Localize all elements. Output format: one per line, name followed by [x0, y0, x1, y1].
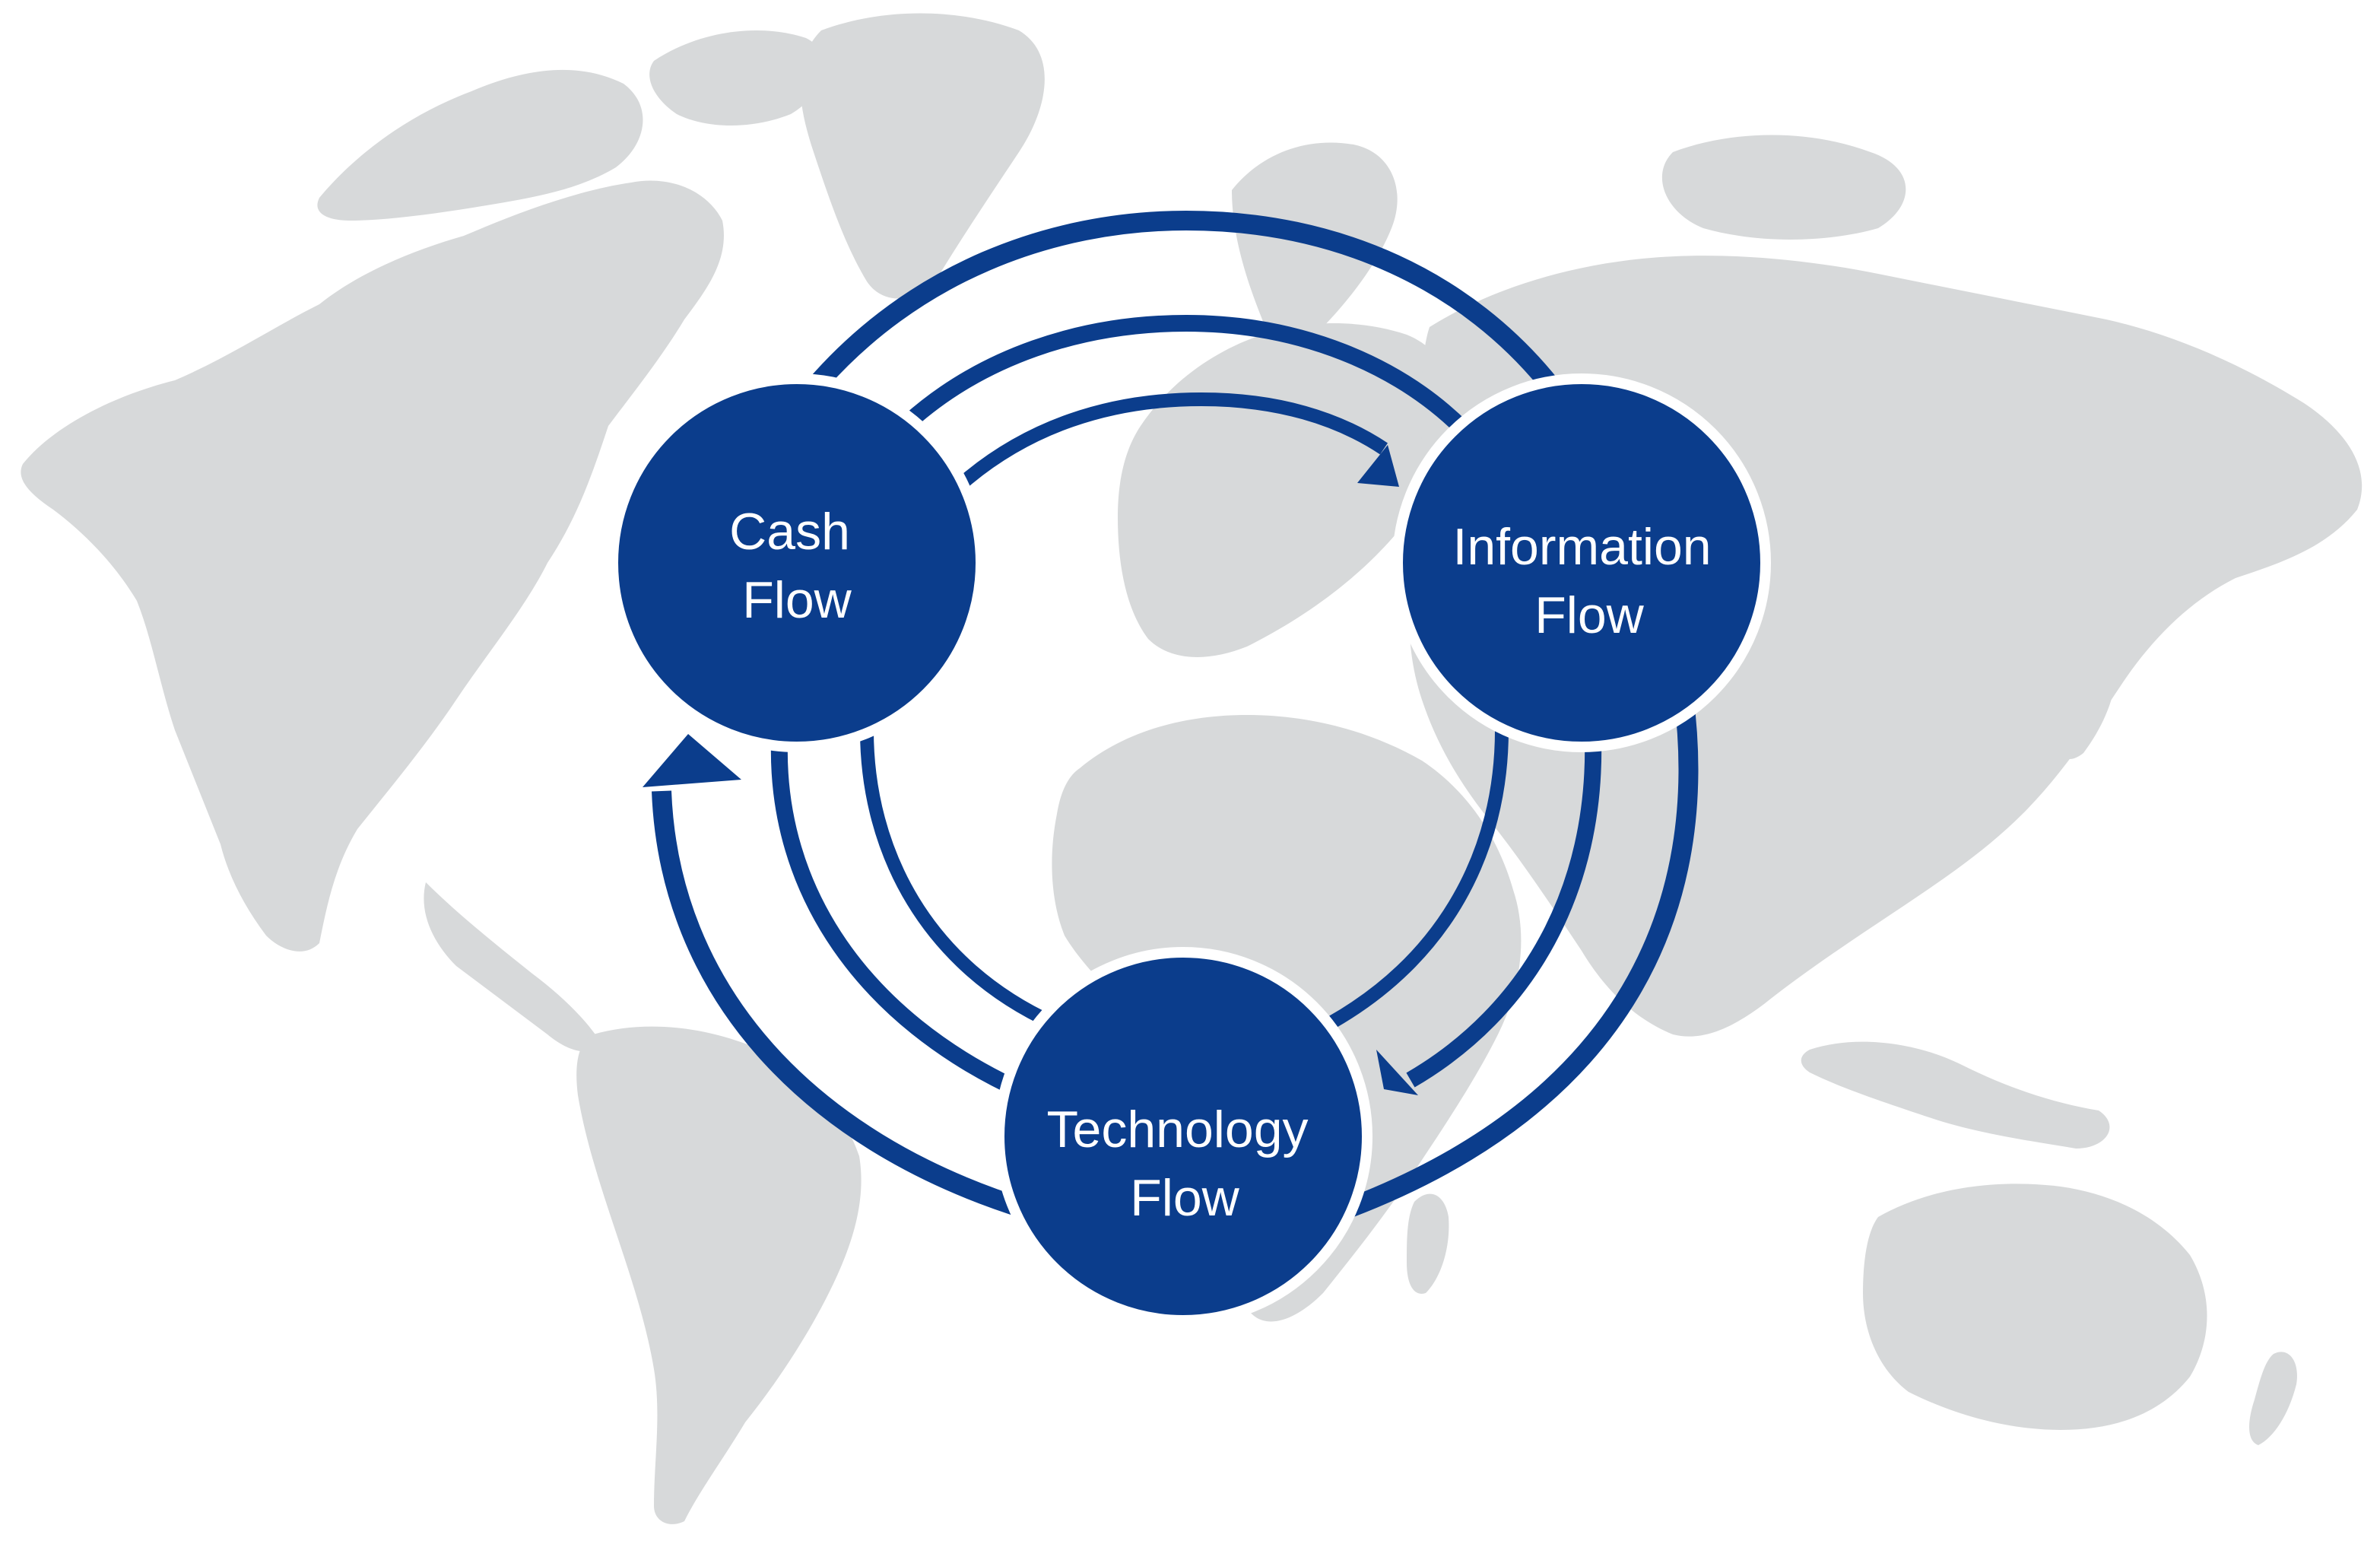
cash-flow-label: Cash Flow	[729, 503, 865, 629]
japan	[2056, 637, 2116, 760]
information-flow-label: Information Flow	[1452, 518, 1725, 644]
north-america	[21, 180, 724, 952]
middle-ring-arrow-right	[1406, 737, 1602, 1088]
arctic-islands	[317, 69, 643, 221]
inner-ring-arrowhead	[1357, 445, 1399, 487]
technology-flow-circle	[994, 947, 1372, 1326]
middle-ring-arrow-left	[770, 741, 1027, 1100]
middle-ring-arrow	[903, 314, 1470, 436]
new-zealand	[2249, 1352, 2297, 1445]
technology-flow-label-line-1: Technology	[1047, 1101, 1309, 1158]
outer-ring-arrow-right	[1342, 694, 1699, 1219]
node-cash: Cash Flow	[608, 373, 986, 752]
outer-ring-arrow-left	[652, 790, 1030, 1219]
arctic-islands-east	[649, 30, 825, 126]
cash-flow-label-line-1: Cash	[729, 503, 850, 561]
node-technology: Technology Flow	[994, 947, 1372, 1326]
technology-flow-label-line-2: Flow	[1130, 1169, 1239, 1227]
node-information: Information Flow	[1392, 373, 1771, 752]
information-flow-circle	[1392, 373, 1771, 752]
information-flow-label-line-2: Flow	[1534, 586, 1644, 644]
inner-ring-arrow-right	[1327, 729, 1509, 1029]
siberia-north	[1661, 135, 1906, 240]
inner-ring-arrow-left	[860, 729, 1056, 1030]
flow-arrows	[643, 210, 1699, 1219]
cash-flow-circle	[608, 373, 986, 752]
technology-flow-label: Technology Flow	[1047, 1101, 1323, 1227]
europe	[1118, 323, 1455, 657]
middle-ring-arrowhead	[1376, 1050, 1418, 1095]
inner-ring-arrow	[954, 392, 1388, 492]
central-america	[424, 882, 601, 1052]
outer-ring-arrowhead	[643, 734, 741, 787]
cash-flow-label-line-2: Flow	[742, 571, 852, 629]
madagascar	[1407, 1193, 1449, 1294]
southeast-asia-islands	[1801, 1041, 2110, 1149]
greenland	[800, 13, 1045, 299]
south-america	[576, 1026, 862, 1524]
outer-ring-arrow	[808, 210, 1560, 393]
australia	[1863, 1184, 2207, 1430]
information-flow-label-line-1: Information	[1452, 518, 1711, 576]
